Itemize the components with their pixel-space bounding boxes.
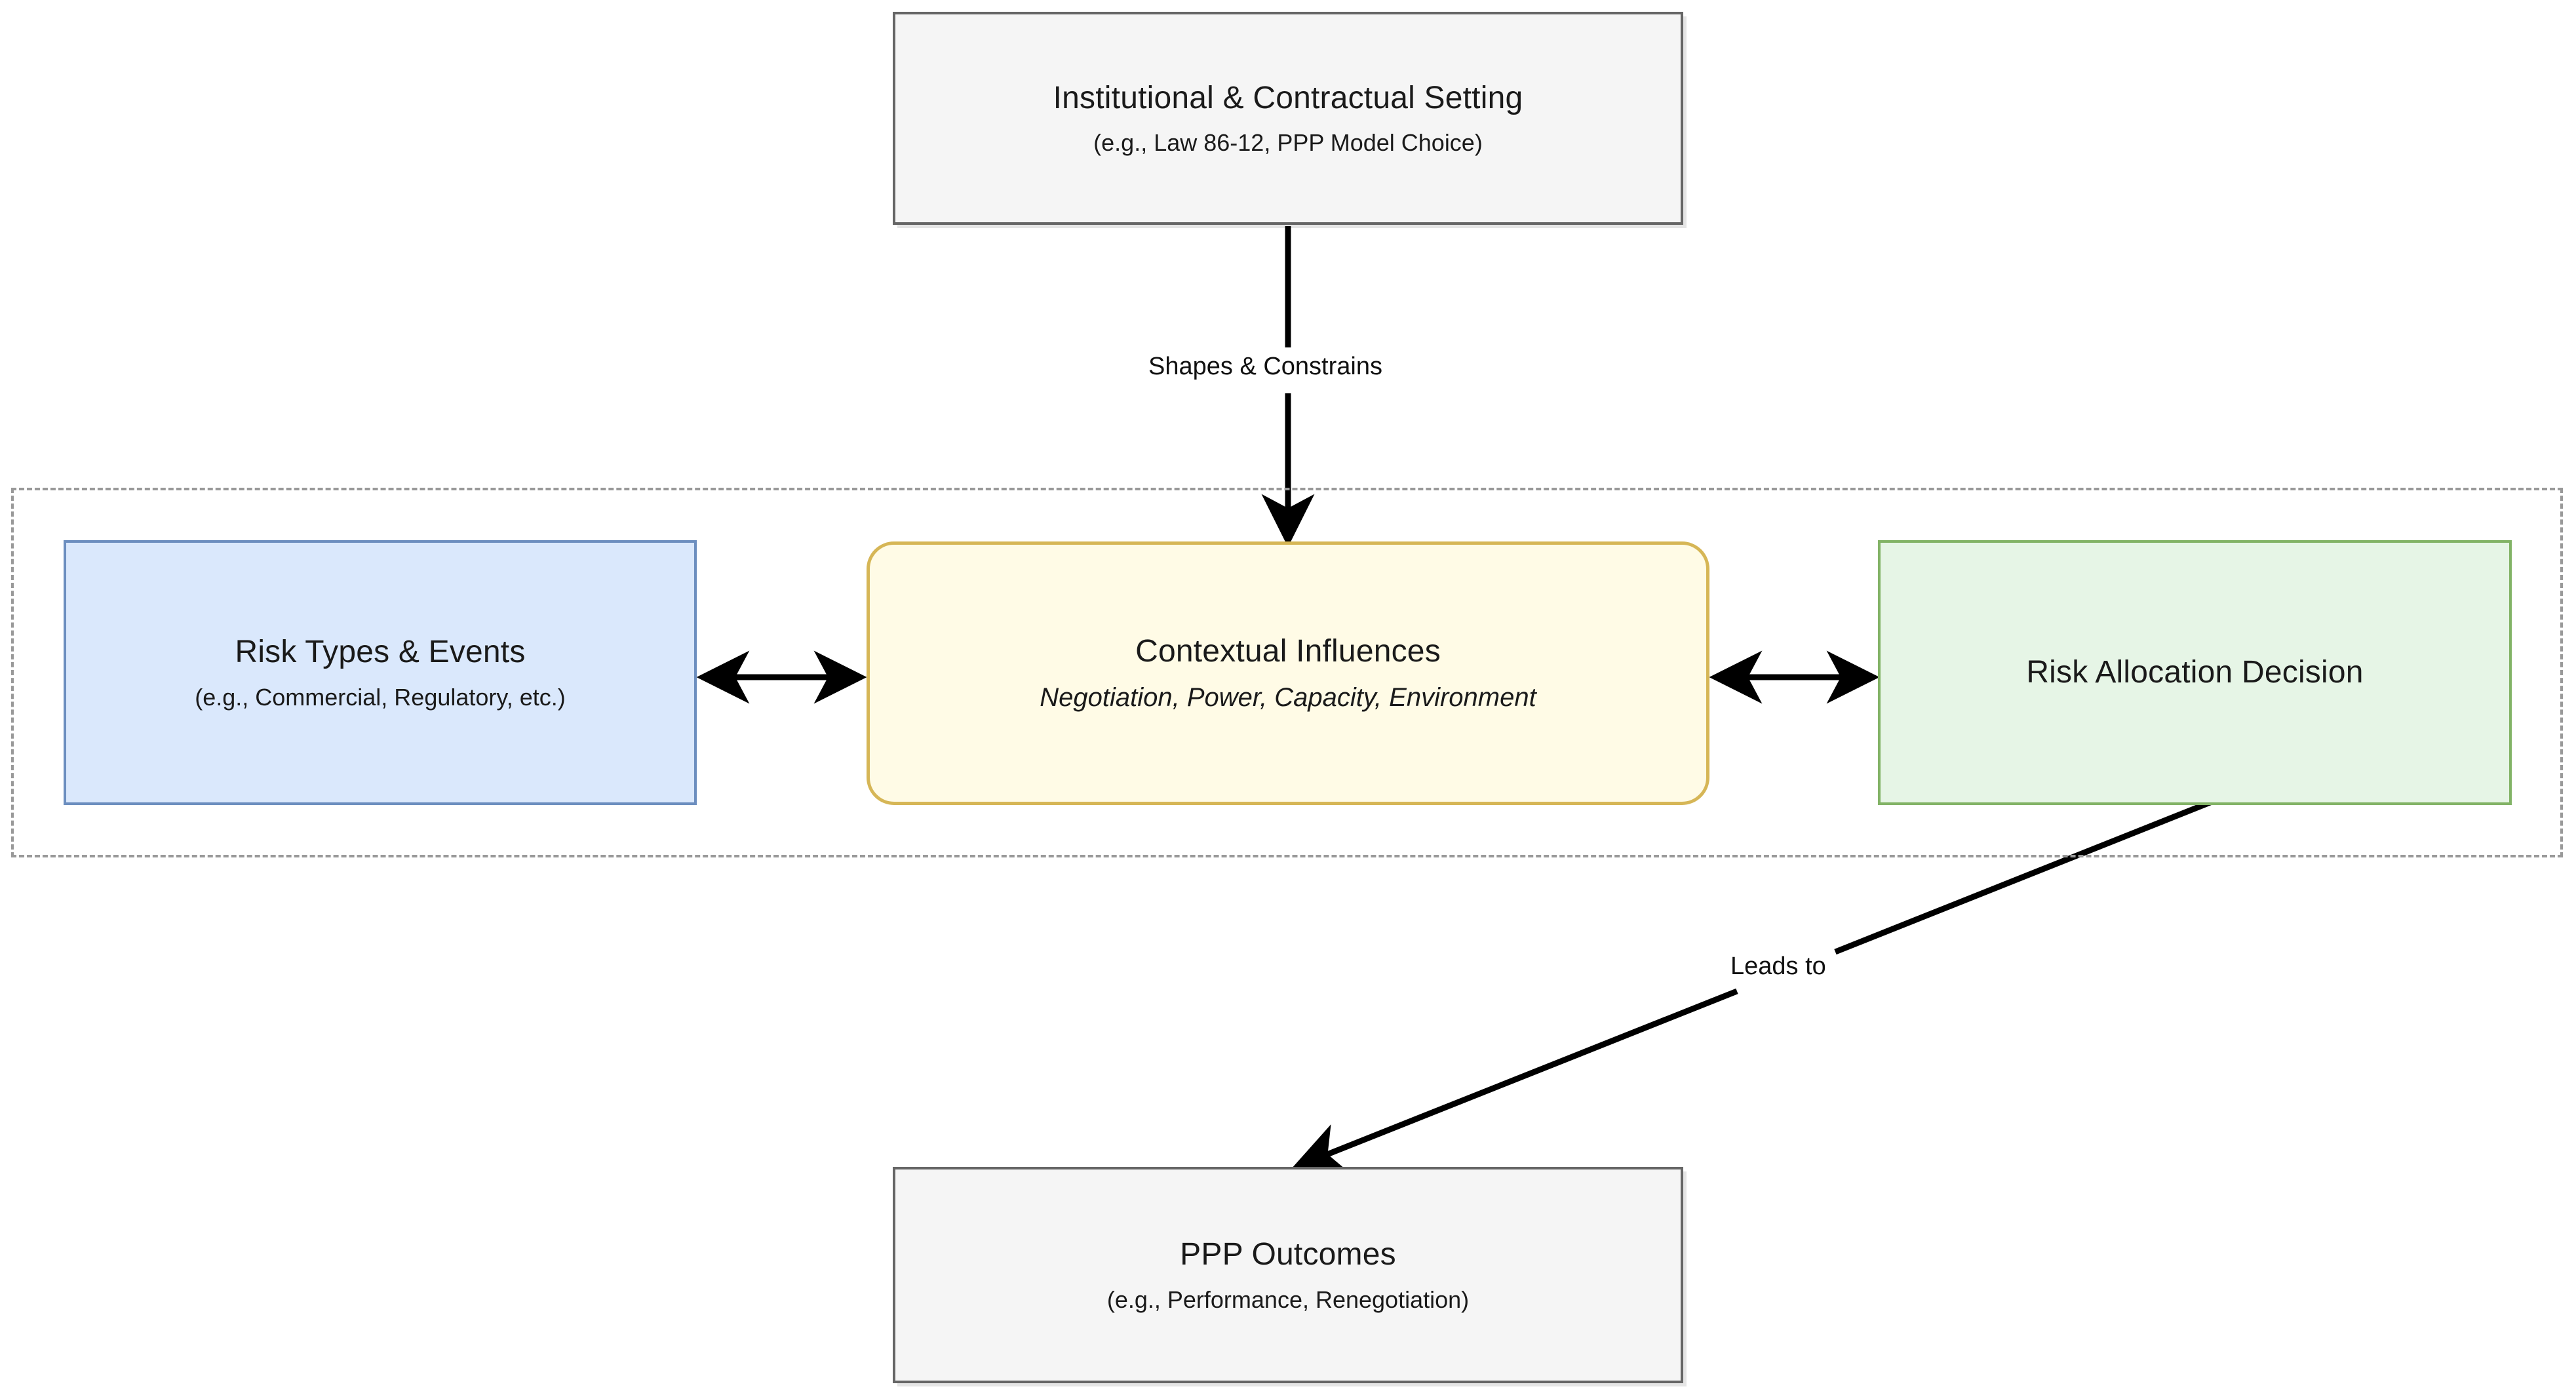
node-institutional-setting[interactable]: Institutional & Contractual Setting (e.g… (893, 12, 1683, 225)
edge-label-shapes-constrains: Shapes & Constrains (1141, 352, 1390, 382)
node-risk-types[interactable]: Risk Types & Events (e.g., Commercial, R… (64, 540, 697, 805)
institutional-setting-subtitle: (e.g., Law 86-12, PPP Model Choice) (1093, 129, 1483, 157)
institutional-setting-title: Institutional & Contractual Setting (1053, 80, 1523, 115)
edge-label-leads-to: Leads to (1723, 952, 1834, 982)
ppp-outcomes-title: PPP Outcomes (1180, 1237, 1396, 1272)
contextual-influences-subtitle: Negotiation, Power, Capacity, Environmen… (1040, 683, 1536, 713)
core-interaction-group (11, 488, 2563, 857)
node-risk-allocation[interactable]: Risk Allocation Decision (1878, 540, 2512, 805)
ppp-outcomes-subtitle: (e.g., Performance, Renegotiation) (1106, 1286, 1470, 1313)
contextual-influences-title: Contextual Influences (1135, 633, 1441, 669)
risk-types-subtitle: (e.g., Commercial, Regulatory, etc.) (195, 683, 566, 711)
node-contextual-influences[interactable]: Contextual Influences Negotiation, Power… (867, 541, 1709, 805)
node-ppp-outcomes[interactable]: PPP Outcomes (e.g., Performance, Renegot… (893, 1167, 1683, 1383)
risk-allocation-title: Risk Allocation Decision (2026, 654, 2364, 690)
risk-types-title: Risk Types & Events (235, 635, 526, 670)
